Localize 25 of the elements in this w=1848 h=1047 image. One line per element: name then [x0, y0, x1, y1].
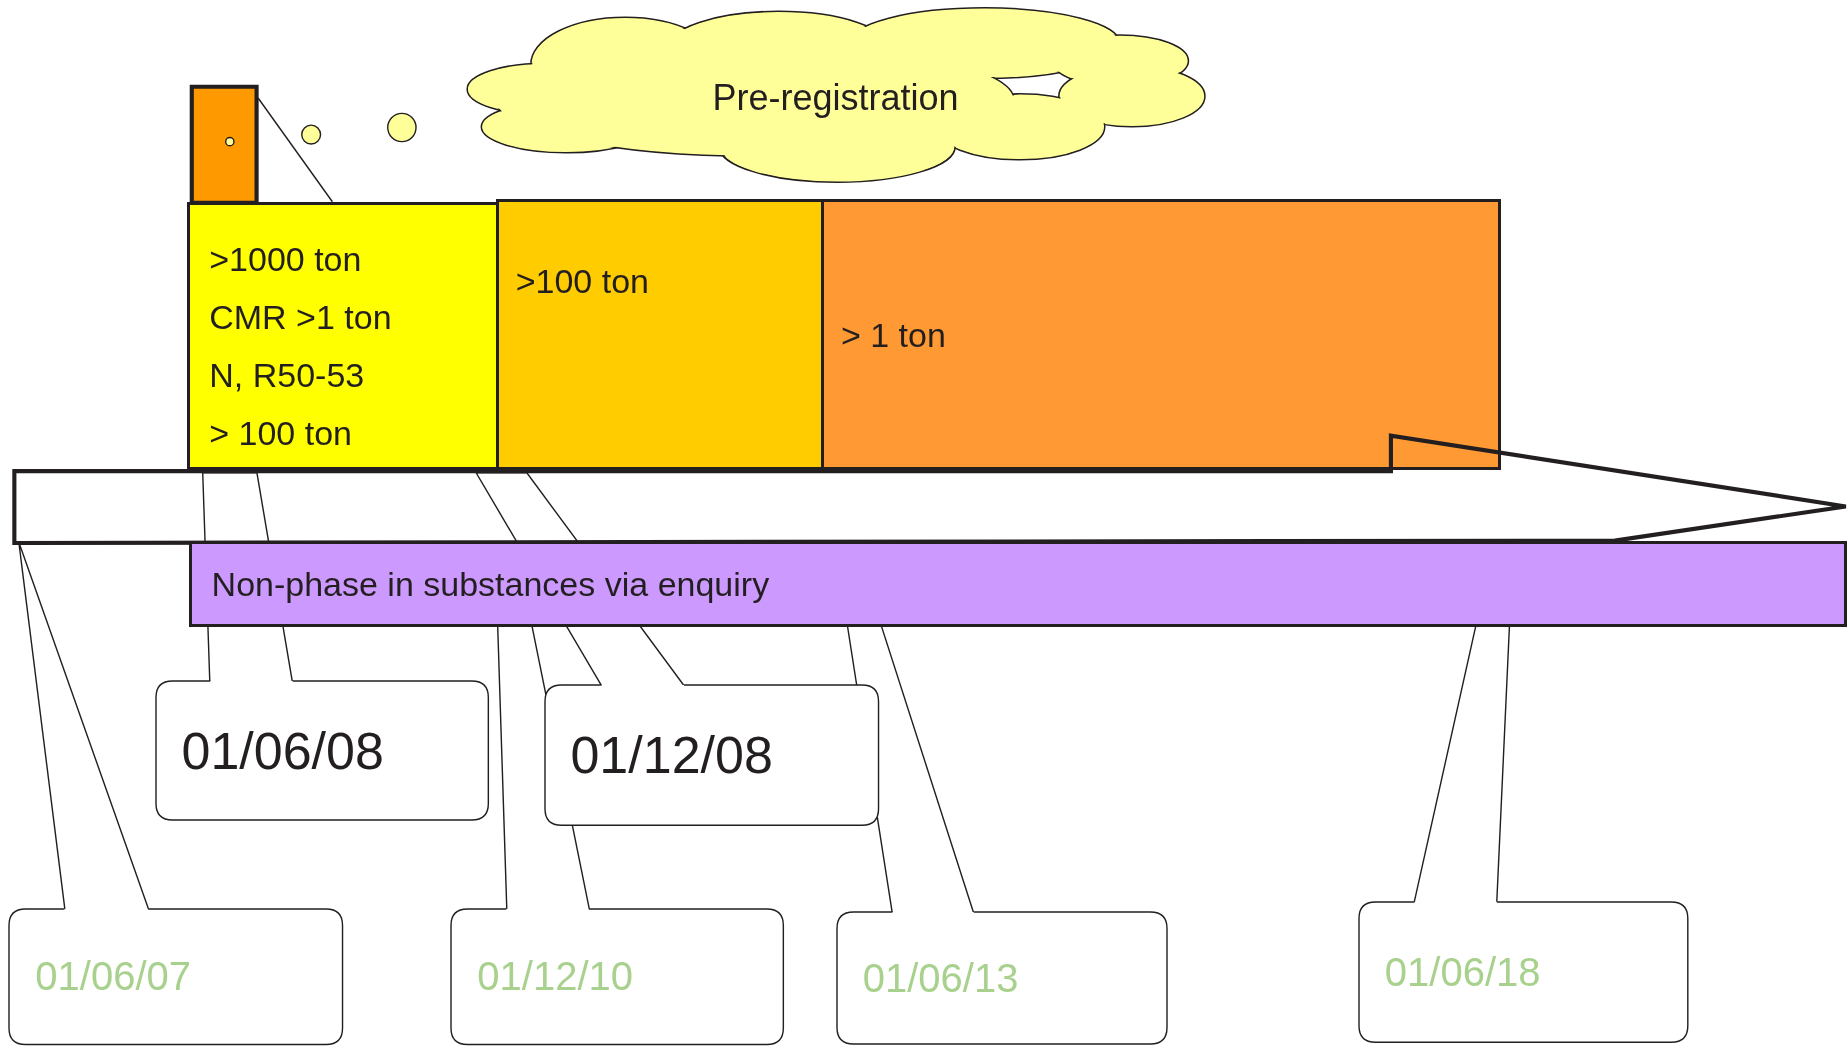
tier-label: >100 ton [515, 260, 650, 302]
tier-label: > 100 ton [209, 413, 353, 455]
callout-box [544, 684, 879, 825]
bar-label: Non-phase in substances via enquiry [211, 563, 771, 605]
callout-box [1358, 901, 1688, 1042]
tier-label: N, R50-53 [209, 355, 366, 397]
date-label: 01/06/08 [181, 720, 384, 782]
callout-box [9, 908, 343, 1045]
tier-box [496, 199, 824, 471]
date-label: 01/12/10 [477, 953, 633, 1001]
tier-label: >1000 ton [209, 239, 363, 281]
date-label: 01/06/13 [862, 955, 1019, 1003]
small-box [189, 84, 259, 203]
leader-line [257, 97, 334, 203]
callout-box [836, 912, 1167, 1045]
callout-box [451, 908, 784, 1045]
date-label: 01/12/08 [570, 724, 773, 786]
callout-box [155, 681, 488, 821]
tier-box [821, 199, 1502, 471]
date-label: 01/06/18 [1384, 948, 1541, 996]
date-label: 01/06/07 [35, 953, 192, 1001]
enquiry-bar [188, 540, 1847, 627]
cloud-label: Pre-registration [712, 76, 959, 120]
tier-label: > 1 ton [840, 314, 947, 356]
tier-label: CMR >1 ton [209, 297, 393, 339]
